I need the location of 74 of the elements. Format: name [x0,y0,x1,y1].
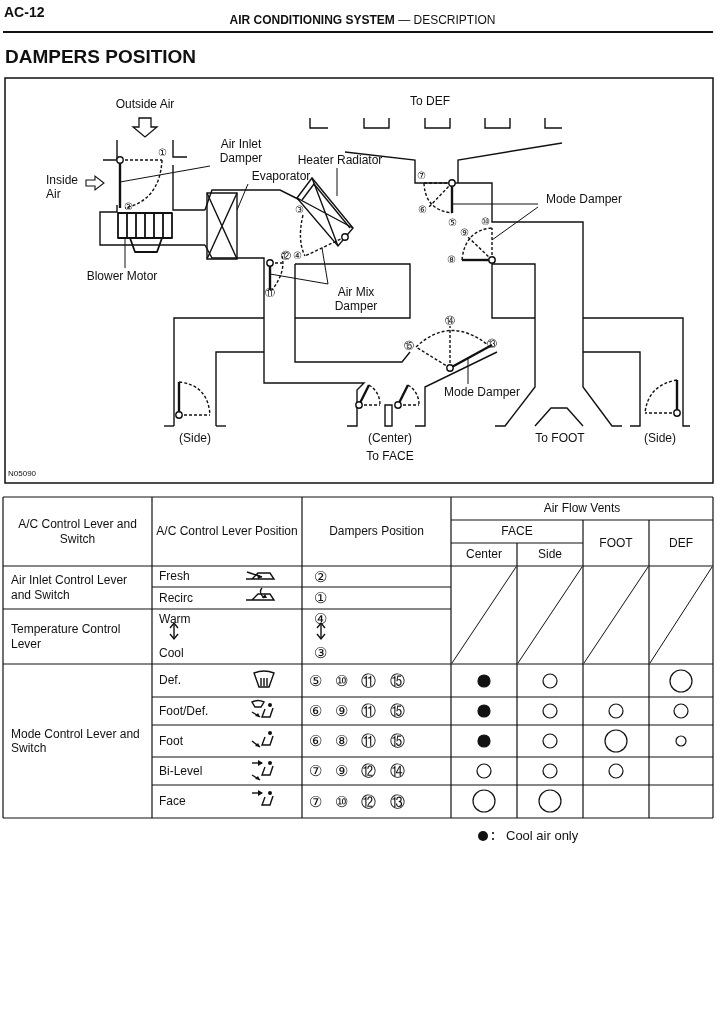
callout-number: ⑦ [416,170,426,182]
lever-position: Cool [159,645,184,661]
damper-numbers: ⑦ ⑨ ⑫ ⑭ [309,762,405,780]
callout-number: ④ [293,250,302,262]
damper-drawing [116,156,163,209]
row-label: Temperature Control Lever [11,622,122,651]
lever-position: Foot/Def. [159,703,209,719]
part-label: Air Mix Damper [328,284,384,314]
outlet-label: To FACE [366,448,414,464]
column-header: Center [466,547,502,562]
column-header: DEF [669,535,693,551]
damper-numbers: ③ [313,644,327,662]
inlet-label: Outside Air [115,96,175,112]
row-label: Air Inlet Control Lever and Switch [11,573,129,602]
evaporator-drawing [206,192,238,260]
callout-number: ⑧ [446,254,456,266]
leader-line [321,247,329,285]
lever-position: Def. [159,673,181,688]
callout-number: ⑥ [417,204,427,216]
column-header: FACE [501,524,533,539]
callout-number: ⑫ [280,250,291,262]
callout-number: ③ [294,204,304,216]
damper-numbers: ② [313,568,327,586]
leader-line [119,165,211,183]
leader-line [336,167,338,197]
leader-line [467,357,469,385]
damper-numbers: ⑤ ⑩ ⑪ ⑮ [309,671,405,690]
callout-number: ⑤ [447,217,457,229]
lever-position: Warm [159,611,191,627]
part-label: Air Inlet Damper [210,136,272,166]
page-title: DAMPERS POSITION [5,45,197,69]
part-label: Mode Damper [436,384,528,400]
column-header: Side [538,547,562,562]
leader-line [236,183,249,211]
lever-position: Fresh [159,569,190,584]
blower-motor-drawing [117,212,173,253]
leader-line [451,203,539,205]
part-label: Mode Damper [538,191,630,207]
leader-line [491,206,539,241]
damper-numbers: ⑥ ⑧ ⑪ ⑮ [309,732,405,750]
outlet-label: (Side) [644,430,676,446]
column-header: A/C Control Lever and Switch [17,517,138,546]
lever-position: Bi-Level [159,763,203,779]
running-header: AIR CONDITIONING SYSTEM — DESCRIPTION [229,12,496,28]
column-header: Dampers Position [329,524,424,539]
callout-number: ① [157,147,167,159]
lever-position: Recirc [159,590,193,606]
lever-position: Face [159,794,186,809]
leader-line [269,273,329,285]
column-header: Air Flow Vents [543,501,621,516]
callout-number: ⑨ [459,227,469,239]
outlet-label: (Center) [368,430,412,446]
damper-numbers: ⑦ ⑩ ⑫ ⑬ [309,792,405,811]
damper-drawing [461,227,496,264]
column-header: FOOT [599,535,633,551]
row-label: Mode Control Lever and Switch [11,726,141,756]
outlet-label: To FOOT [535,430,585,446]
outlet-label: To DEF [410,93,450,109]
callout-number: ⑩ [480,216,490,228]
callout-number: ⑪ [265,287,275,299]
figure-code: N05090 [8,469,37,479]
damper-numbers: ⑥ ⑨ ⑪ ⑮ [309,702,405,720]
damper-numbers: ① [313,589,327,607]
inlet-label: Inside Air [46,172,80,202]
leader-line [124,237,126,269]
page-number: AC-12 [4,3,45,21]
column-header: A/C Control Lever Position [156,524,298,539]
part-label: Blower Motor [76,268,168,284]
part-label: Heater Radiator [288,152,392,168]
callout-number: ② [123,201,133,213]
legend-label: Cool air only [506,828,579,844]
outlet-label: (Side) [179,430,211,446]
lever-position: Foot [159,733,183,749]
part-label: Evaporator [248,168,314,184]
